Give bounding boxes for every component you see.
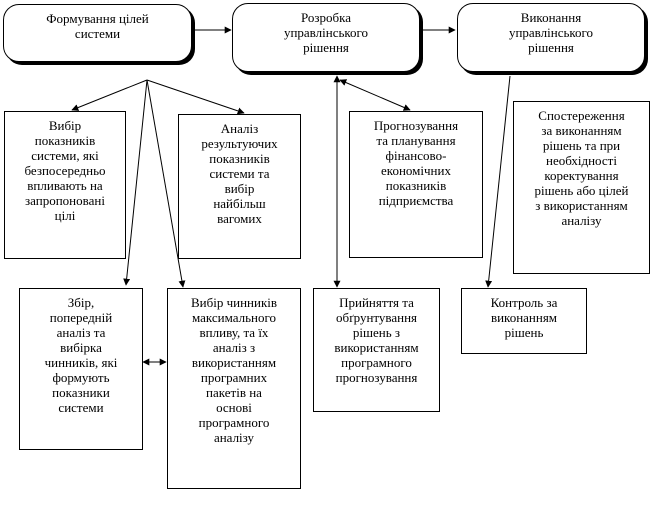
node-adoption-label: Прийняття та обґрунтування рішень з вико…	[334, 295, 419, 385]
node-factor-selection: Вибір чинників максимального впливу, та …	[167, 288, 301, 489]
node-select-indicators-label: Вибір показників системи, які безпосеред…	[24, 118, 106, 223]
arrow-execution-to-control	[485, 75, 511, 288]
node-analysis-indicators: Аналіз результуючих показників системи т…	[178, 114, 301, 259]
node-collection: Збір, попередній аналіз та вибірка чинни…	[19, 288, 143, 450]
node-goals-label: Формування цілей системи	[46, 11, 149, 41]
node-execution: Виконання управлінського рішення	[457, 3, 645, 72]
arrow-decision-forecast	[339, 79, 411, 111]
node-decision-label: Розробка управлінського рішення	[283, 10, 369, 55]
arrow-goals-to-factors	[146, 79, 186, 288]
arrow-goals-to-collection	[123, 79, 148, 286]
node-monitoring-label: Спостереження за виконанням рішень та пр…	[534, 108, 629, 228]
node-goals: Формування цілей системи	[3, 4, 192, 62]
node-execution-label: Виконання управлінського рішення	[508, 10, 594, 55]
node-decision: Розробка управлінського рішення	[232, 3, 420, 72]
node-analysis-indicators-label: Аналіз результуючих показників системи т…	[201, 121, 278, 226]
node-forecasting-label: Прогнозування та планування фінансово- е…	[373, 118, 459, 208]
node-collection-label: Збір, попередній аналіз та вибірка чинни…	[44, 295, 118, 415]
node-select-indicators: Вибір показників системи, які безпосеред…	[4, 111, 126, 259]
node-adoption: Прийняття та обґрунтування рішень з вико…	[313, 288, 440, 412]
node-control-label: Контроль за виконанням рішень	[490, 295, 558, 340]
arrow-goals-to-select	[71, 79, 148, 111]
arrow-goals-to-analysis	[146, 79, 245, 115]
node-forecasting: Прогнозування та планування фінансово- е…	[349, 111, 483, 258]
node-monitoring: Спостереження за виконанням рішень та пр…	[513, 101, 650, 274]
node-factor-selection-label: Вибір чинників максимального впливу, та …	[190, 295, 278, 445]
node-control: Контроль за виконанням рішень	[461, 288, 587, 354]
